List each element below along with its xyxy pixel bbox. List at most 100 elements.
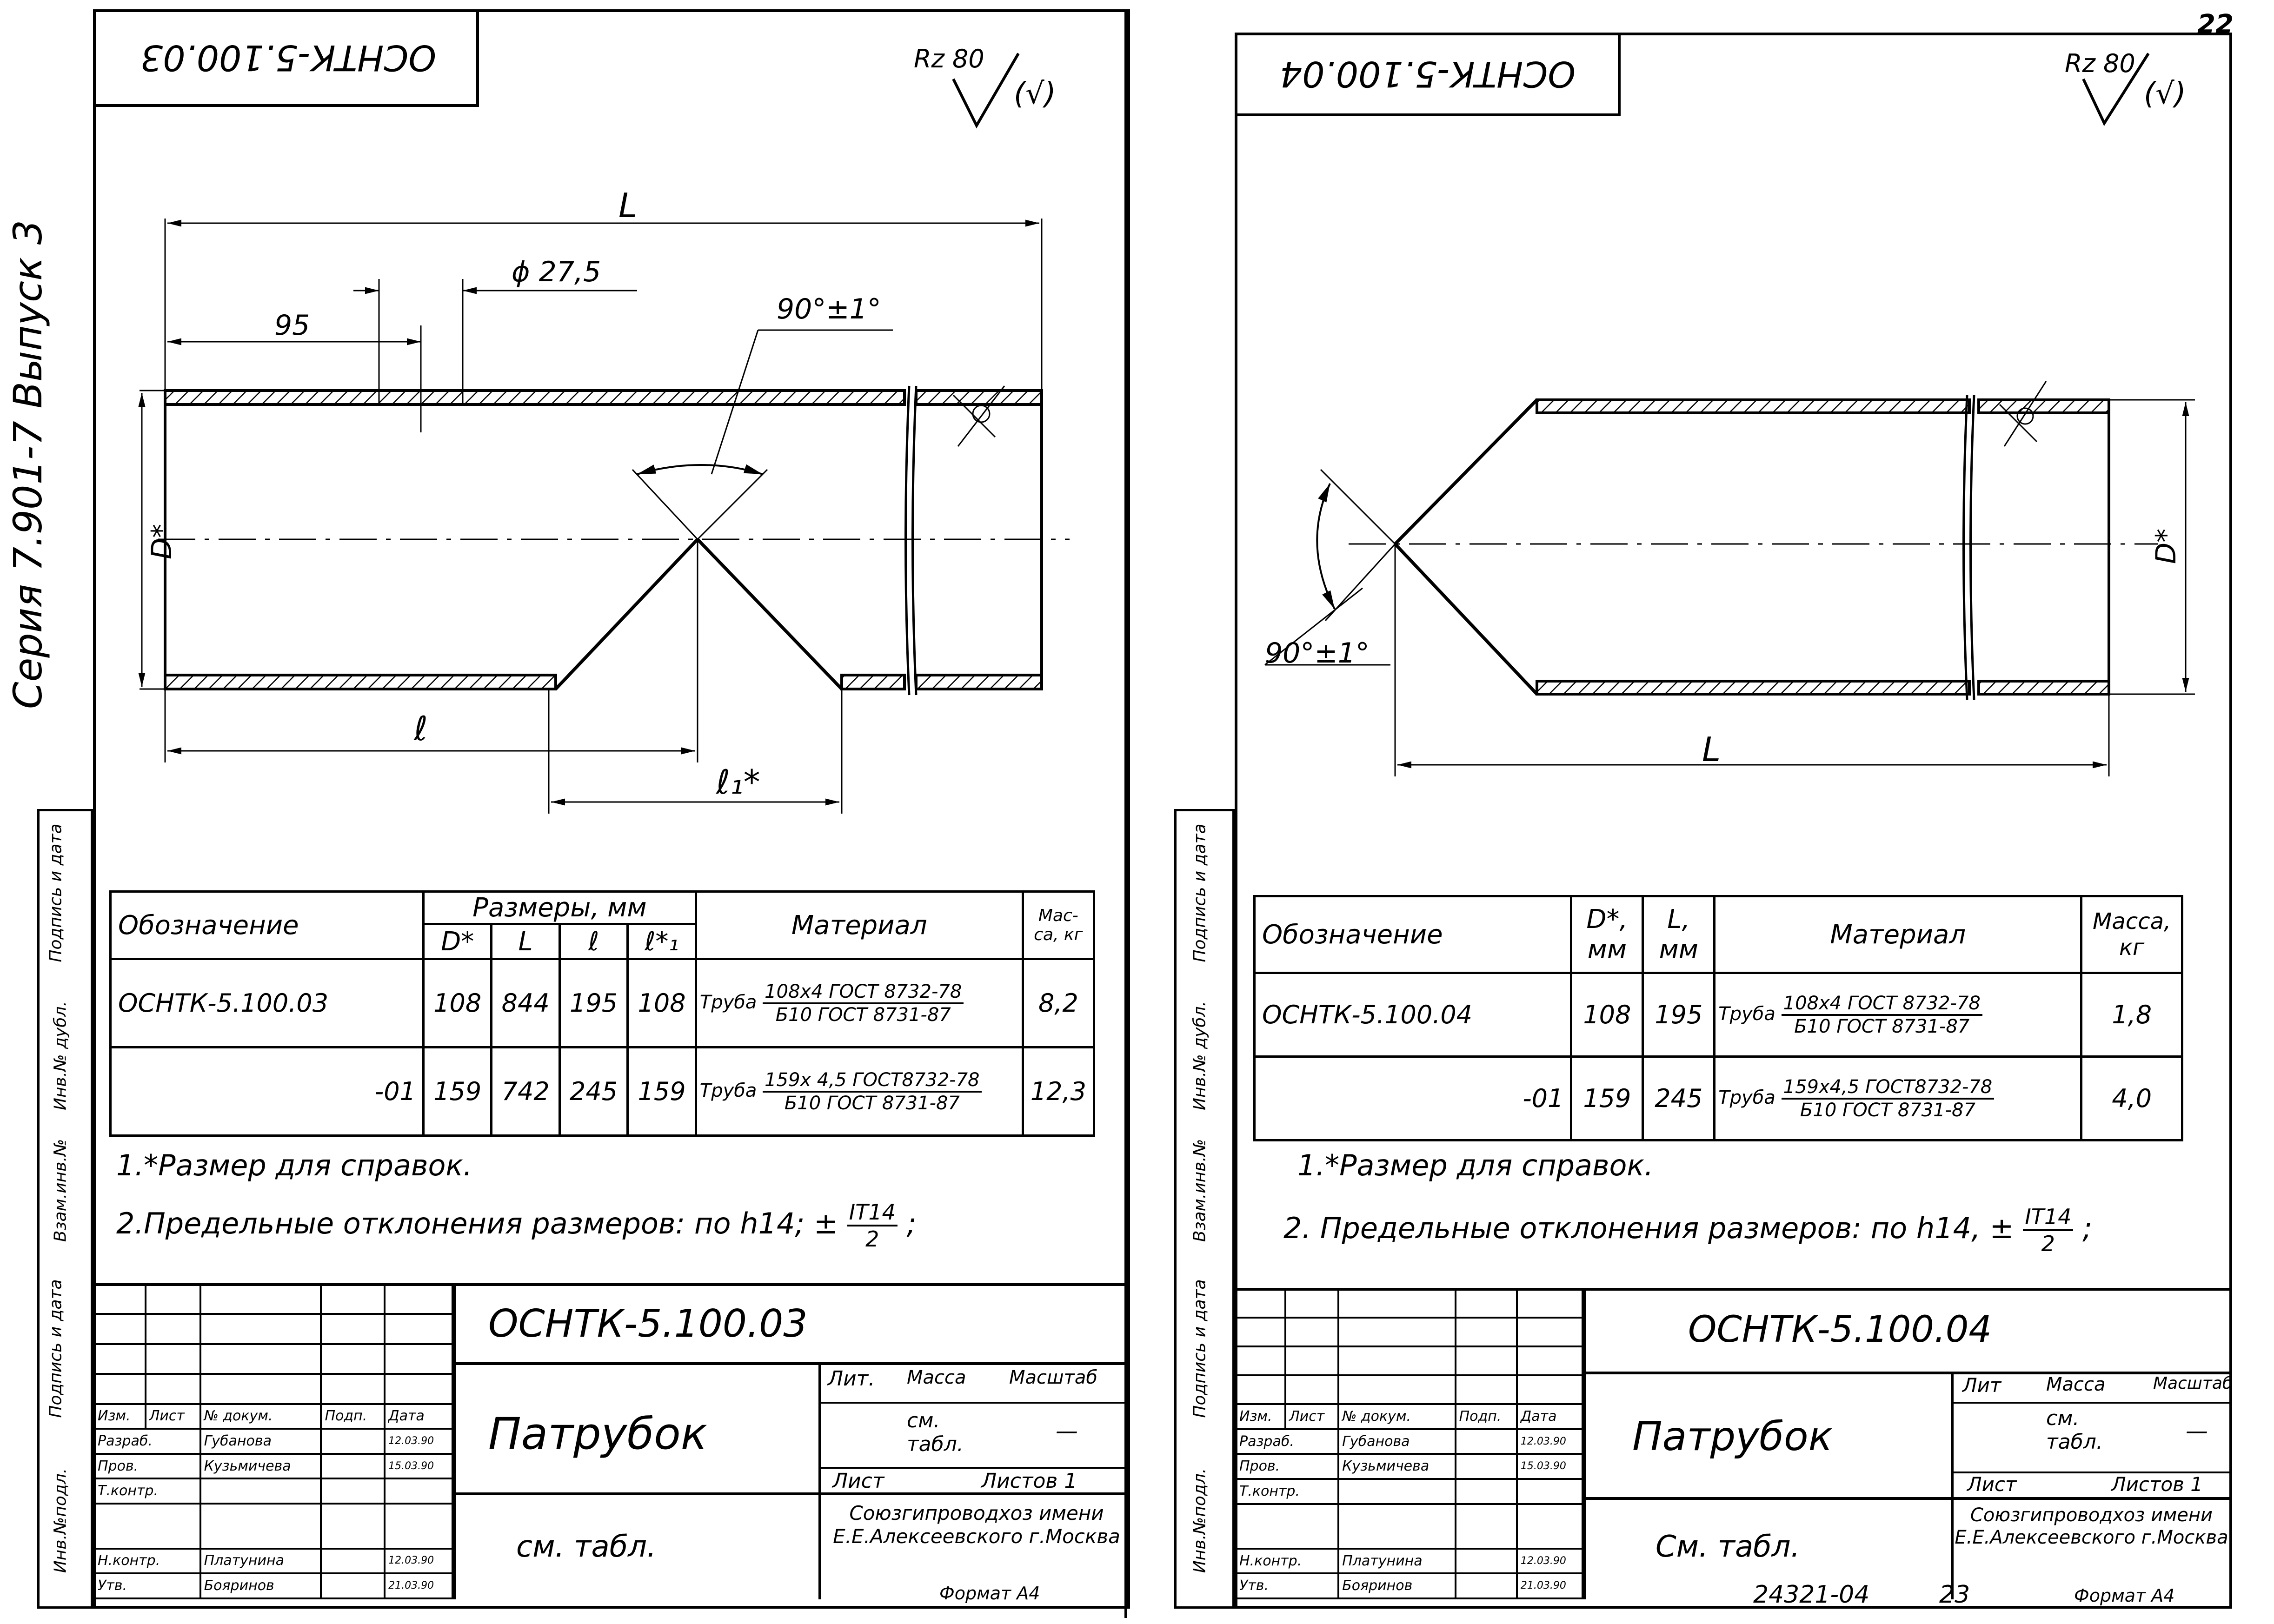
left-roughness-symbol: [952, 53, 1020, 129]
left-table-header-designation: Обозначение: [109, 890, 425, 960]
left-dim-D: D*: [146, 524, 179, 560]
right-note-2: 2. Предельные отклонения размеров: по h1…: [1283, 1204, 2092, 1256]
right-note-2-frac-top: IT14: [2023, 1204, 2074, 1231]
right-row1-mass: 1,8: [2080, 972, 2183, 1058]
left-row1-l: 195: [558, 958, 629, 1048]
right-stamp-name-6: Бояринов: [1337, 1572, 1456, 1599]
left-stamp-date-2: 15.03.90: [384, 1452, 453, 1480]
right-pipe-drawing: [1264, 381, 2195, 776]
signature: [320, 1503, 386, 1550]
right-mirrored-code: ОСНТК-5.100.04: [1279, 53, 1576, 95]
left-title-mass: Масса: [907, 1367, 966, 1388]
right-row2-material-top: 159x4,5 ГОСТ8732-78: [1781, 1076, 1995, 1100]
right-title-material: См. табл.: [1656, 1530, 1800, 1564]
right-title-format: Формат А4: [2074, 1585, 2175, 1606]
left-table-header-sizes: Размеры, мм: [422, 890, 697, 925]
signature: [320, 1452, 386, 1480]
left-stamp-role-4: [93, 1503, 201, 1550]
left-title-code: ОСНТК-5.100.03: [488, 1302, 808, 1346]
right-row2-L: 245: [1642, 1055, 1716, 1141]
left-stamp-name-6: Бояринов: [199, 1572, 322, 1599]
signature: [1454, 1453, 1518, 1480]
right-note-2-end: ;: [2082, 1211, 2092, 1246]
left-spec-table: Обозначение Размеры, мм Материал Мас-са,…: [109, 890, 1096, 1137]
right-title-org: Союзгипроводхоз имени Е.Е.Алексеевского …: [1955, 1505, 2228, 1548]
right-roughness-suffix: (√): [2144, 77, 2186, 111]
right-stamp-name-4: [1337, 1503, 1456, 1550]
left-row2-material-top: 159x 4,5 ГОСТ8732-78: [763, 1069, 982, 1093]
left-row2-L: 742: [490, 1046, 561, 1137]
left-table-header-material: Материал: [694, 890, 1024, 960]
left-stamp-role-5: Н.контр.: [93, 1547, 201, 1575]
left-sheet-frame: [93, 9, 1130, 1609]
left-row2-l: 245: [558, 1046, 629, 1137]
right-row2-material-bottom: Б10 ГОСТ 8731-87: [1800, 1099, 1975, 1121]
left-row1-material-bottom: Б10 ГОСТ 8731-87: [775, 1004, 951, 1026]
right-title-block: [1235, 1288, 2232, 1611]
right-code-box: [1235, 33, 1621, 116]
left-row2-mass: 12,3: [1021, 1046, 1096, 1137]
left-table-sub-l1: ℓ*₁: [626, 923, 697, 960]
signature: [1454, 1547, 1518, 1575]
right-stamp-h-list: Лист: [1284, 1403, 1340, 1430]
left-title-sheet: Лист: [832, 1469, 884, 1493]
left-sidebar-strip: [37, 809, 93, 1609]
right-dim-L: L: [1702, 730, 1721, 769]
right-stamp-role-6: Утв.: [1234, 1572, 1340, 1599]
left-stamp-date-5: 12.03.90: [384, 1547, 453, 1575]
left-stamp-h-doc: № докум.: [199, 1403, 322, 1430]
right-table-header-material: Материал: [1713, 895, 2083, 974]
right-stamp-h-doc: № докум.: [1337, 1403, 1456, 1430]
right-spec-table: Обозначение D*, мм L, мм Материал Масса,…: [1253, 895, 2183, 1141]
left-stamp-table: Изм. Лист № докум. Подп. Дата Разраб. Гу…: [93, 1283, 453, 1599]
right-stamp-role-4: [1234, 1503, 1340, 1550]
left-stamp-role-3: Т.контр.: [93, 1478, 201, 1505]
right-title-name: Патрубок: [1632, 1413, 1833, 1460]
left-stamp-name-3: [199, 1478, 322, 1505]
right-roughness-label: Rz 80: [2065, 49, 2135, 78]
left-title-scale: Масштаб: [1009, 1367, 1098, 1388]
left-note-2-frac-bottom: 2: [865, 1226, 879, 1252]
left-row2-l1: 159: [626, 1046, 697, 1137]
left-row1-designation: ОСНТК-5.100.03: [109, 958, 425, 1048]
left-title-sheets: Листов 1: [981, 1469, 1077, 1493]
left-stamp-name-5: Платунина: [199, 1547, 322, 1575]
left-table-header-mass: Мас-са, кг: [1021, 890, 1096, 960]
right-stamp-name-2: Кузьмичева: [1337, 1453, 1456, 1480]
left-title-vertical-2: [818, 1362, 821, 1599]
left-title-scale-value: —: [1056, 1418, 1078, 1444]
left-code-box: [93, 9, 479, 107]
right-bottom-sheet: 23: [1939, 1581, 1970, 1609]
signature: [1454, 1428, 1518, 1455]
left-note-2-frac-top: IT14: [847, 1200, 898, 1226]
left-note-2-end: ;: [906, 1206, 917, 1241]
left-title-material: см. табл.: [516, 1530, 657, 1564]
right-stamp-date-5: 12.03.90: [1516, 1547, 1584, 1575]
right-lit-cells: [1953, 1374, 2230, 1404]
right-row1-material-bottom: Б10 ГОСТ 8731-87: [1794, 1015, 1970, 1037]
right-stamp-role-3: Т.контр.: [1234, 1478, 1340, 1505]
right-table-header-mass: Масса, кг: [2080, 895, 2183, 974]
left-pipe-drawing: [138, 219, 1070, 814]
left-stamp-h-date: Дата: [384, 1403, 453, 1430]
left-stamp-h-sign: Подп.: [320, 1403, 386, 1430]
left-roughness-suffix: (√): [1014, 77, 1056, 111]
right-stamp-h-sign: Подп.: [1454, 1403, 1518, 1430]
left-roughness-label: Rz 80: [914, 44, 984, 73]
right-note-2-frac-bottom: 2: [2041, 1231, 2055, 1256]
right-title-vertical: [1583, 1288, 1586, 1599]
right-bottom-number: 24321-04: [1753, 1581, 1870, 1609]
left-table-sub-D: D*: [422, 923, 493, 960]
right-title-sheets: Листов 1: [2111, 1473, 2203, 1496]
right-stamp-h-date: Дата: [1516, 1403, 1584, 1430]
right-title-scale: Масштаб: [2153, 1374, 2233, 1393]
right-title-mass-value: см. табл.: [2046, 1406, 2103, 1454]
left-row2-material-bottom: Б10 ГОСТ 8731-87: [784, 1092, 960, 1114]
left-title-divider-2: [453, 1492, 1130, 1495]
right-stamp-date-1: 12.03.90: [1516, 1428, 1584, 1455]
left-lit-cells: [821, 1365, 1128, 1404]
left-row1-D: 108: [422, 958, 493, 1048]
